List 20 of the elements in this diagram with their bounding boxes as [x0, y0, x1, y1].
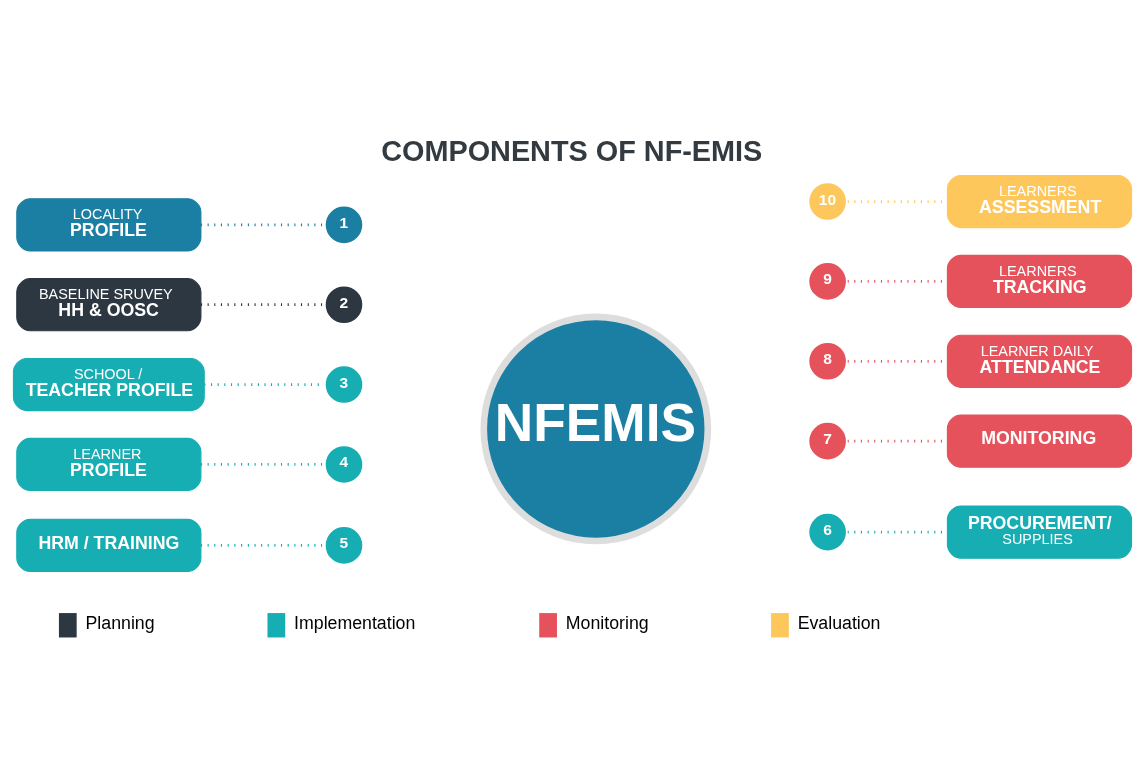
node-box: BASELINE SRUVEY HH & OOSC [16, 277, 202, 331]
node-box: LEARNER DAILY ATTENDANCE [946, 334, 1133, 388]
node-box: HRM / TRAINING [16, 518, 202, 572]
node-circle: NFEMIS [480, 313, 712, 544]
connector [201, 222, 324, 226]
connector [201, 462, 324, 466]
node-box: LEARNERS TRACKING [946, 254, 1133, 308]
node-box: SCHOOL / TEACHER PROFILE [12, 357, 205, 411]
legend-label: Evaluation [797, 612, 881, 633]
node-box: LOCALITY PROFILE [16, 197, 202, 251]
node-box: MONITORING [946, 414, 1133, 468]
connector [201, 302, 324, 306]
legend-label: Monitoring [565, 612, 649, 633]
legend-label: Planning [85, 612, 155, 633]
node-box: LEARNER PROFILE [16, 437, 202, 491]
diagram-title: COMPONENTS OF NF-EMIS [381, 134, 763, 167]
node-box: LEARNERS ASSESSMENT [946, 174, 1133, 228]
legend-label: Implementation [294, 612, 416, 633]
node-box: PROCUREMENT/ SUPPLIES [946, 504, 1133, 559]
connector [201, 543, 324, 547]
